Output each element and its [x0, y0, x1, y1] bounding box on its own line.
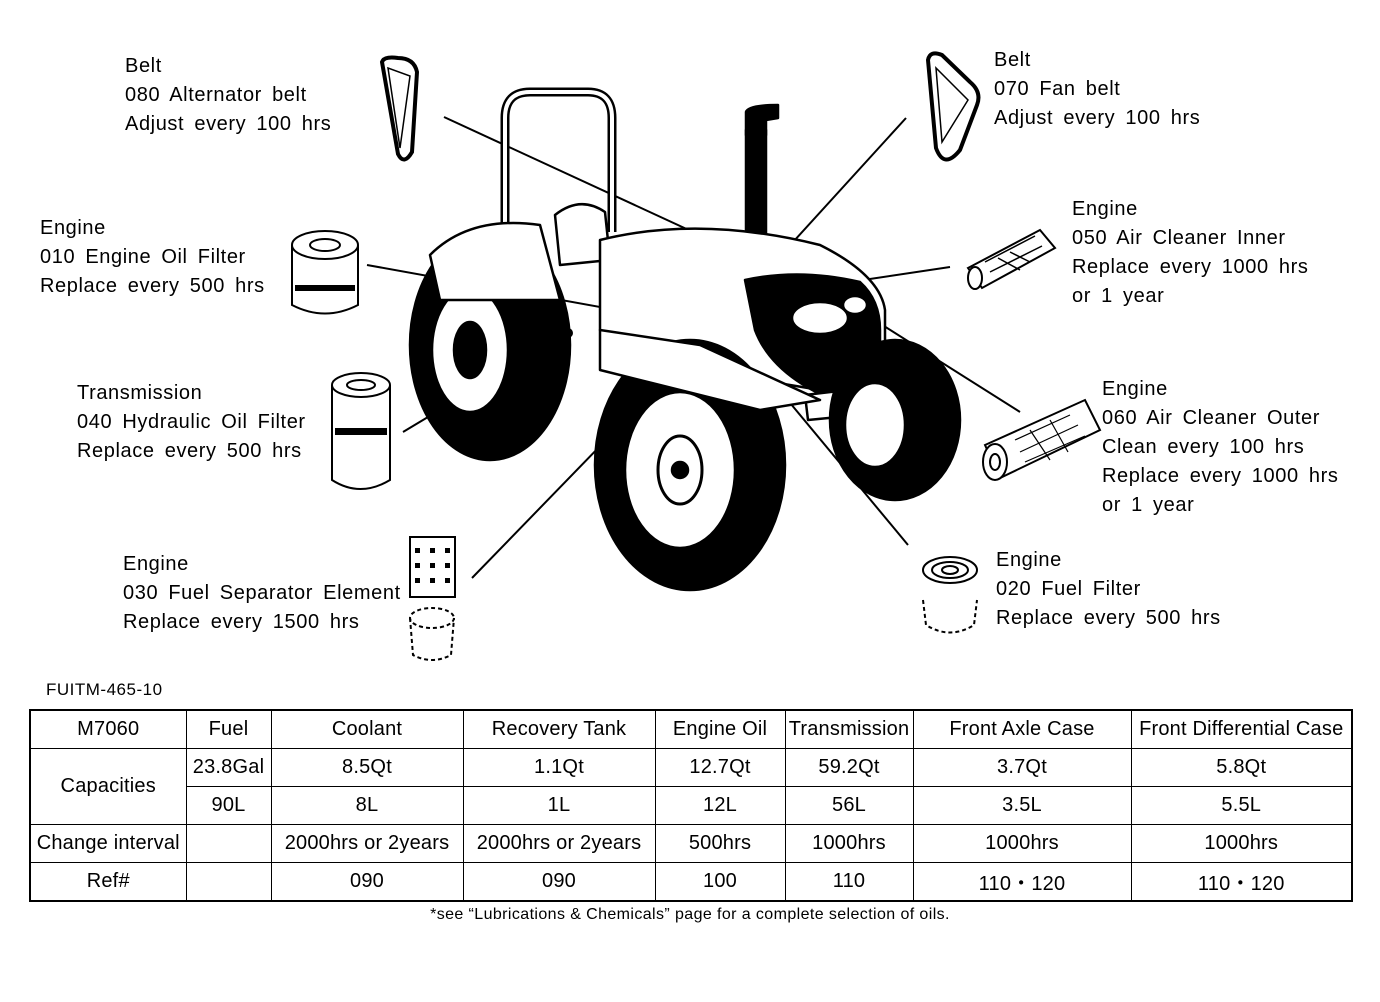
- table-cell: 1000hrs: [1130, 824, 1353, 863]
- header-cell: Front Axle Case: [912, 709, 1132, 749]
- table-cell: [185, 862, 272, 902]
- fuel-filter-icon: [922, 556, 978, 634]
- table-cell: 5.5L: [1130, 786, 1353, 825]
- callout-item: 070 Fan belt: [994, 78, 1121, 100]
- air-cleaner-inner-icon: [966, 228, 1057, 290]
- hydraulic-oil-filter-icon: [331, 372, 391, 490]
- header-cell: Recovery Tank: [462, 709, 656, 749]
- footnote: *see “Lubrications & Chemicals” page for…: [430, 906, 950, 923]
- fan-belt-icon: [925, 51, 981, 162]
- table-cell: 1L: [462, 786, 656, 825]
- table-cell: [185, 824, 272, 863]
- callout-category: Engine: [996, 549, 1062, 571]
- callout-interval: or 1 year: [1102, 494, 1195, 516]
- capacities-table: M7060 Fuel Coolant Recovery Tank Engine …: [29, 709, 1353, 902]
- header-cell: M7060: [29, 709, 187, 749]
- fuel-separator-icon: [409, 536, 456, 661]
- callout-air-cleaner-outer: Engine 060 Air Cleaner Outer Clean every…: [1102, 375, 1338, 520]
- table-cell: 5.8Qt: [1130, 748, 1353, 787]
- tractor-illustration: [408, 87, 962, 592]
- table-cell: 8.5Qt: [270, 748, 464, 787]
- callout-interval: Replace every 1000 hrs: [1072, 256, 1309, 278]
- callout-interval: Adjust every 100 hrs: [994, 107, 1201, 129]
- table-cell: 23.8Gal: [185, 748, 272, 787]
- table-cell: 090: [270, 862, 464, 902]
- engine-oil-filter-icon: [291, 230, 359, 315]
- callout-air-cleaner-inner: Engine 050 Air Cleaner Inner Replace eve…: [1072, 195, 1308, 311]
- air-cleaner-outer-icon: [982, 398, 1102, 481]
- callout-category: Transmission: [77, 382, 203, 404]
- table-cell: 2000hrs or 2years: [462, 824, 656, 863]
- callout-engine-oil-filter: Engine 010 Engine Oil Filter Replace eve…: [40, 214, 265, 301]
- callout-interval: Replace every 1500 hrs: [123, 611, 360, 633]
- table-cell: 1000hrs: [912, 824, 1132, 863]
- table-cell: 12.7Qt: [654, 748, 786, 787]
- callout-interval: Replace every 1000 hrs: [1102, 465, 1339, 487]
- callout-fuel-separator: Engine 030 Fuel Separator Element Replac…: [123, 550, 401, 637]
- table-header-row: M7060 Fuel Coolant Recovery Tank Engine …: [29, 709, 1353, 749]
- callout-fuel-filter: Engine 020 Fuel Filter Replace every 500…: [996, 546, 1221, 633]
- tractor-maintenance-diagram: [291, 51, 1102, 661]
- table-row: 90L 8L 1L 12L 56L 3.5L 5.5L: [30, 786, 1353, 825]
- header-cell: Front Differential Case: [1130, 709, 1353, 749]
- callout-hydraulic-oil-filter: Transmission 040 Hydraulic Oil Filter Re…: [77, 379, 306, 466]
- table-row: Change interval 2000hrs or 2years 2000hr…: [29, 824, 1353, 863]
- callout-item: 020 Fuel Filter: [996, 578, 1141, 600]
- table-cell: 100: [654, 862, 786, 902]
- callout-item: 010 Engine Oil Filter: [40, 246, 246, 268]
- callout-interval: Clean every 100 hrs: [1102, 436, 1305, 458]
- table-cell: 8L: [270, 786, 464, 825]
- callout-category: Engine: [1102, 378, 1168, 400]
- callout-item: 060 Air Cleaner Outer: [1102, 407, 1321, 429]
- table-cell: 3.5L: [912, 786, 1132, 825]
- header-cell: Engine Oil: [654, 709, 786, 749]
- callout-item: 040 Hydraulic Oil Filter: [77, 411, 306, 433]
- table-cell: 90L: [185, 786, 272, 825]
- row-label: Change interval: [29, 824, 187, 863]
- callout-fan-belt: Belt 070 Fan belt Adjust every 100 hrs: [994, 46, 1200, 133]
- callout-category: Belt: [125, 55, 162, 77]
- table-row: Capacities 23.8Gal 8.5Qt 1.1Qt 12.7Qt 59…: [29, 748, 1353, 825]
- table-cell: 12L: [654, 786, 786, 825]
- table-cell: 110: [784, 862, 914, 902]
- callout-category: Engine: [40, 217, 106, 239]
- callout-interval: or 1 year: [1072, 285, 1165, 307]
- header-cell: Fuel: [185, 709, 272, 749]
- callout-item: 050 Air Cleaner Inner: [1072, 227, 1286, 249]
- table-cell: 1000hrs: [784, 824, 914, 863]
- alternator-belt-icon: [379, 55, 420, 162]
- table-row: Ref# 090 090 100 110 110・120 110・120: [29, 862, 1353, 902]
- table-cell: 090: [462, 862, 656, 902]
- document-number: FUITM-465-10: [46, 680, 163, 699]
- table-cell: 3.7Qt: [912, 748, 1132, 787]
- header-cell: Coolant: [270, 709, 464, 749]
- row-label: Ref#: [29, 862, 187, 902]
- table-cell: 2000hrs or 2years: [270, 824, 464, 863]
- callout-category: Belt: [994, 49, 1031, 71]
- table-cell: 1.1Qt: [462, 748, 656, 787]
- table-cell: 110・120: [912, 862, 1132, 902]
- table-cell: 56L: [784, 786, 914, 825]
- callout-item: 080 Alternator belt: [125, 84, 307, 106]
- callout-interval: Replace every 500 hrs: [77, 440, 302, 462]
- table-cell: 59.2Qt: [784, 748, 914, 787]
- callout-interval: Replace every 500 hrs: [40, 275, 265, 297]
- table-cell: 110・120: [1130, 862, 1353, 902]
- callout-item: 030 Fuel Separator Element: [123, 582, 401, 604]
- table-cell: 500hrs: [654, 824, 786, 863]
- header-cell: Transmission: [784, 709, 914, 749]
- callout-category: Engine: [1072, 198, 1138, 220]
- callout-interval: Replace every 500 hrs: [996, 607, 1221, 629]
- callout-category: Engine: [123, 553, 189, 575]
- row-label: Capacities: [29, 748, 187, 825]
- callout-interval: Adjust every 100 hrs: [125, 113, 332, 135]
- callout-alternator-belt: Belt 080 Alternator belt Adjust every 10…: [125, 52, 331, 139]
